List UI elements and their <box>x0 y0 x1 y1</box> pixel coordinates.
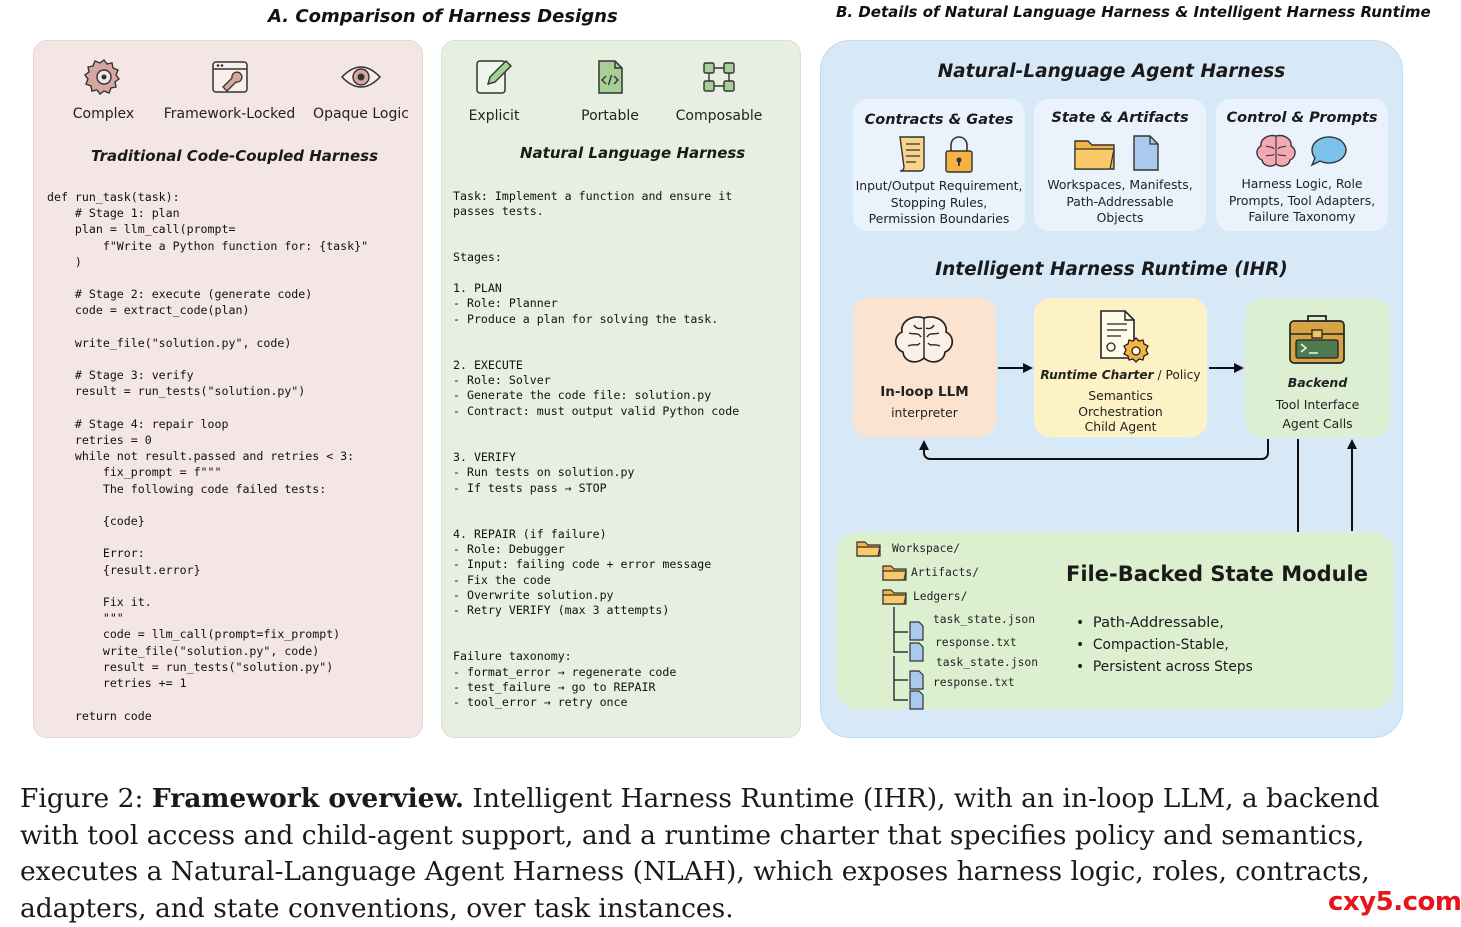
desc-line: Failure Taxonomy <box>1248 209 1356 224</box>
explicit-label: Explicit <box>468 108 520 124</box>
tree-task-state: task_state.json <box>936 656 1039 669</box>
charter-title-policy: / Policy <box>1153 368 1201 382</box>
traditional-harness-panel: Complex Framework-Locked Opaque Logic Tr… <box>33 40 423 738</box>
explicit-item: Explicit <box>454 57 534 124</box>
brain-chat-icon <box>1256 134 1347 167</box>
file-tree-graphic <box>856 541 924 710</box>
desc-line: Harness Logic, Role <box>1241 176 1363 191</box>
complex-item: Complex <box>66 57 141 122</box>
portable-label: Portable <box>581 108 639 124</box>
traditional-code-block: def run_task(task): # Stage 1: plan plan… <box>47 190 369 723</box>
backend-lines: Tool Interface Agent Calls <box>1245 395 1390 433</box>
folder-file-icon <box>1074 135 1159 171</box>
brain-icon <box>894 316 954 363</box>
state-module-title: File-Backed State Module <box>1066 562 1368 586</box>
llm-title: In-loop LLM <box>880 384 969 400</box>
caption-label: Figure 2: <box>20 783 144 814</box>
charter-line: Semantics <box>1088 388 1153 403</box>
card-title: Control & Prompts <box>1226 110 1378 126</box>
ihr-title: Intelligent Harness Runtime (IHR) <box>935 259 1288 280</box>
folder-icon <box>882 565 907 581</box>
charter-title-main: Runtime Charter <box>1040 368 1154 382</box>
nlah-title: Natural-Language Agent Harness <box>937 61 1286 82</box>
file-backed-state-module: Workspace/ Artifacts/ Ledgers/ task_stat… <box>836 532 1394 710</box>
document-gear-icon <box>1100 310 1149 363</box>
tree-task-state: task_state.json <box>933 613 1036 626</box>
card-title: State & Artifacts <box>1051 110 1189 126</box>
card-title: Contracts & Gates <box>864 112 1014 128</box>
bullet-item: • Path-Addressable, <box>1076 614 1224 631</box>
contracts-gates-card: Contracts & Gates Input/Output Requireme… <box>853 99 1025 231</box>
framework-locked-item: Framework-Locked <box>162 57 297 122</box>
complex-label: Complex <box>72 106 135 122</box>
tree-ledgers: Ledgers/ <box>913 590 968 603</box>
bullet-text: Compaction-Stable, <box>1092 637 1229 653</box>
charter-line: Orchestration <box>1078 403 1163 419</box>
composable-label: Composable <box>675 108 763 124</box>
in-loop-llm-box: In-loop LLM interpreter <box>853 298 996 437</box>
charter-line: Child Agent <box>1084 419 1157 434</box>
card-desc: Input/Output Requirement, Stopping Rules… <box>853 178 1025 228</box>
folder-icon <box>856 541 881 557</box>
card-desc: Workspaces, Manifests, Path-Addressable … <box>1034 177 1206 227</box>
desc-line: Prompts, Tool Adapters, <box>1228 192 1376 208</box>
desc-line: Permission Boundaries <box>868 211 1010 226</box>
desc-line: Stopping Rules, <box>890 194 988 210</box>
bullet-text: Path-Addressable, <box>1092 614 1224 631</box>
desc-line: Workspaces, Manifests, <box>1047 177 1193 192</box>
section-a-title: A. Comparison of Harness Designs <box>268 6 618 27</box>
eye-icon <box>340 66 382 88</box>
tree-response: response.txt <box>933 676 1015 689</box>
charter-lines: Semantics Orchestration Child Agent <box>1034 388 1207 435</box>
tree-response: response.txt <box>935 636 1017 649</box>
backend-title: Backend <box>1287 375 1348 390</box>
llm-sub: interpreter <box>891 405 958 420</box>
opaque-logic-item: Opaque Logic <box>311 57 411 122</box>
desc-line: Input/Output Requirement, <box>855 178 1023 193</box>
portable-item: Portable <box>570 57 650 124</box>
runtime-charter-box: Runtime Charter / Policy Semantics Orche… <box>1034 298 1207 437</box>
desc-line: Objects <box>1096 210 1144 225</box>
framework-locked-label: Framework-Locked <box>163 106 296 122</box>
tree-workspace: Workspace/ <box>892 542 961 555</box>
composable-item: Composable <box>674 57 764 124</box>
desc-line: Path-Addressable <box>1066 193 1174 209</box>
bullet-text: Persistent across Steps <box>1092 659 1253 675</box>
pencil-icon <box>476 60 512 94</box>
blocks-icon <box>703 62 735 92</box>
charter-title: Runtime Charter / Policy <box>1034 368 1207 382</box>
details-panel: Natural-Language Agent Harness Contracts… <box>820 40 1403 738</box>
traditional-subtitle: Traditional Code-Coupled Harness <box>91 147 378 165</box>
toolbox-terminal-icon <box>1289 315 1345 364</box>
caption-bold: Framework overview. <box>151 783 464 814</box>
natural-language-harness-panel: Explicit Portable Composable Natural Lan… <box>441 40 801 738</box>
backend-line: Tool Interface <box>1275 397 1360 412</box>
code-file-icon <box>598 60 623 94</box>
state-artifacts-card: State & Artifacts Workspaces, Manifests,… <box>1034 99 1206 231</box>
natural-harness-text: Task: Implement a function and ensure it… <box>453 189 740 710</box>
document-lock-icon <box>899 136 973 173</box>
opaque-logic-label: Opaque Logic <box>313 106 409 122</box>
folder-icon <box>882 589 907 605</box>
bullet-item: • Compaction-Stable, <box>1076 637 1229 653</box>
card-desc: Harness Logic, Role Prompts, Tool Adapte… <box>1216 176 1388 226</box>
file-icon <box>909 621 924 710</box>
control-prompts-card: Control & Prompts Harness Logic, Role Pr… <box>1216 99 1388 231</box>
browser-wrench-icon <box>211 61 248 93</box>
flow-arrows <box>919 363 1357 543</box>
backend-box: Backend Tool Interface Agent Calls <box>1245 298 1390 437</box>
state-module-bullets: • Path-Addressable, • Compaction-Stable,… <box>1076 612 1253 678</box>
backend-line: Agent Calls <box>1282 416 1353 431</box>
arrow-backend-to-llm <box>919 439 1269 460</box>
tree-artifacts: Artifacts/ <box>911 566 980 579</box>
bullet-item: • Persistent across Steps <box>1076 659 1253 675</box>
gear-icon <box>83 59 120 95</box>
caption-text: Intelligent Harness Runtime (IHR), with … <box>20 783 1380 924</box>
natural-subtitle: Natural Language Harness <box>520 144 746 162</box>
section-b-title: B. Details of Natural Language Harness &… <box>836 3 1431 21</box>
figure-caption: Figure 2: Framework overview. Intelligen… <box>20 781 1425 927</box>
watermark: cxy5.com <box>1328 887 1461 917</box>
